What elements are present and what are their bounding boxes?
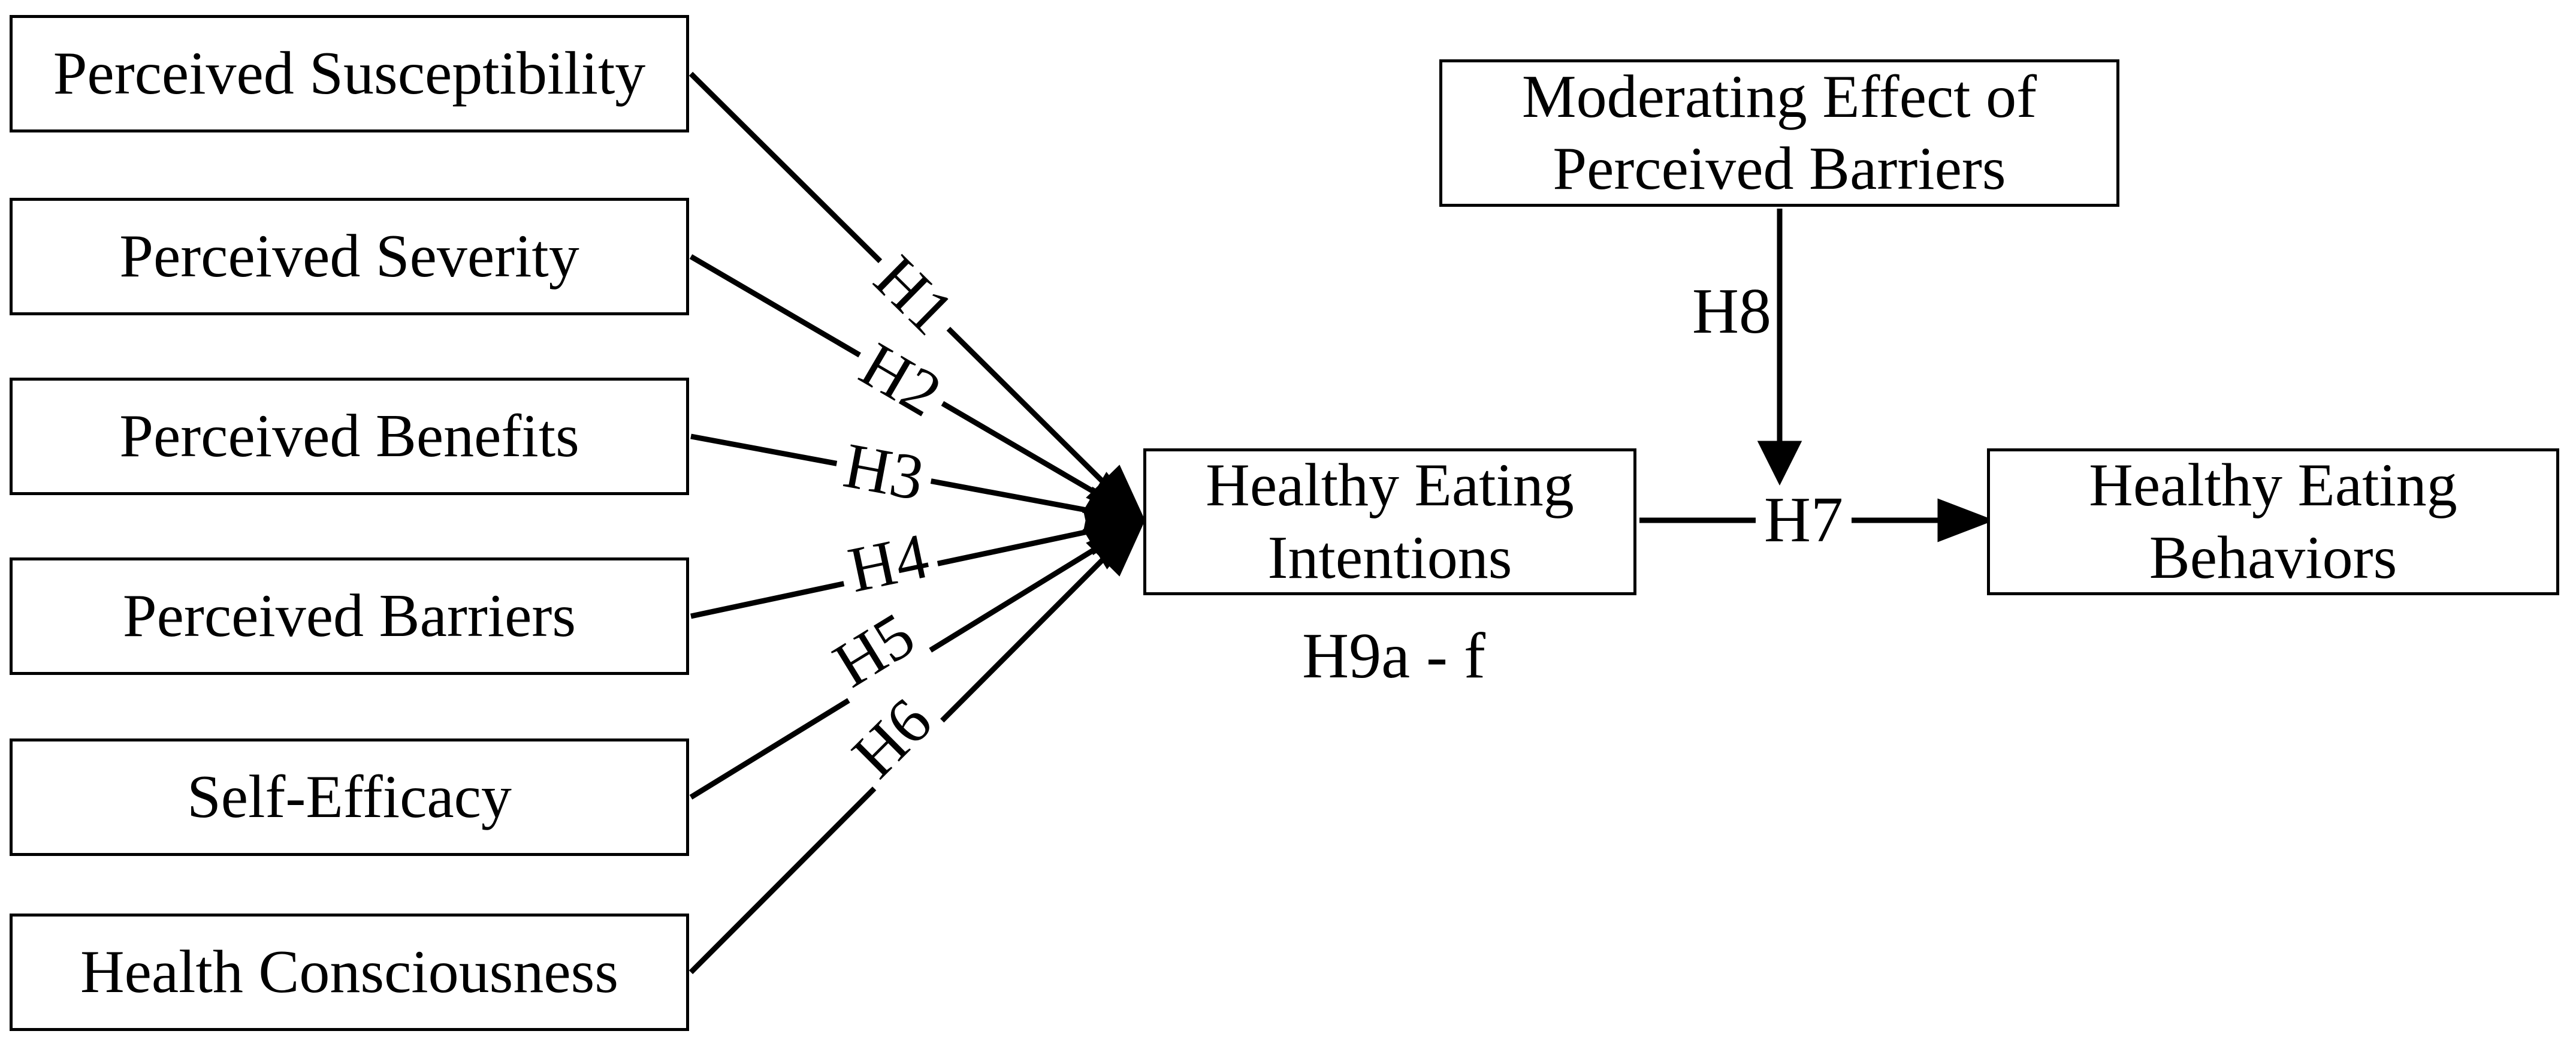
box-healthy-eating-behaviors: Healthy Eating Behaviors [1987,448,2559,595]
box-label: Healthy Eating Behaviors [2089,451,2457,592]
box-perceived-severity: Perceived Severity [10,198,689,315]
mediation-label-h9a-f: H9a - f [1302,620,1485,692]
box-label: Moderating Effect of Perceived Barriers [1521,62,2037,203]
box-label: Perceived Barriers [122,581,576,650]
box-label: Health Consciousness [80,938,619,1006]
box-healthy-eating-intentions: Healthy Eating Intentions [1143,448,1636,595]
path-h8-arrowhead [1757,441,1802,486]
box-perceived-benefits: Perceived Benefits [10,378,689,495]
box-self-efficacy: Self-Efficacy [10,738,689,856]
path-label-h7: H7 [1756,486,1852,555]
box-label: Perceived Susceptibility [53,39,646,107]
box-label: Perceived Severity [119,222,579,290]
path-h6-arrowhead [1086,514,1148,577]
path-label-h8: H8 [1692,276,1771,347]
box-label: Healthy Eating Intentions [1206,451,1574,592]
box-label: Perceived Benefits [119,402,579,470]
box-health-consciousness: Health Consciousness [10,914,689,1031]
box-label: Self-Efficacy [187,762,512,831]
box-moderating-effect: Moderating Effect of Perceived Barriers [1439,59,2119,207]
path-h7-arrowhead [1937,498,1995,542]
box-perceived-barriers: Perceived Barriers [10,557,689,675]
box-perceived-susceptibility: Perceived Susceptibility [10,15,689,132]
